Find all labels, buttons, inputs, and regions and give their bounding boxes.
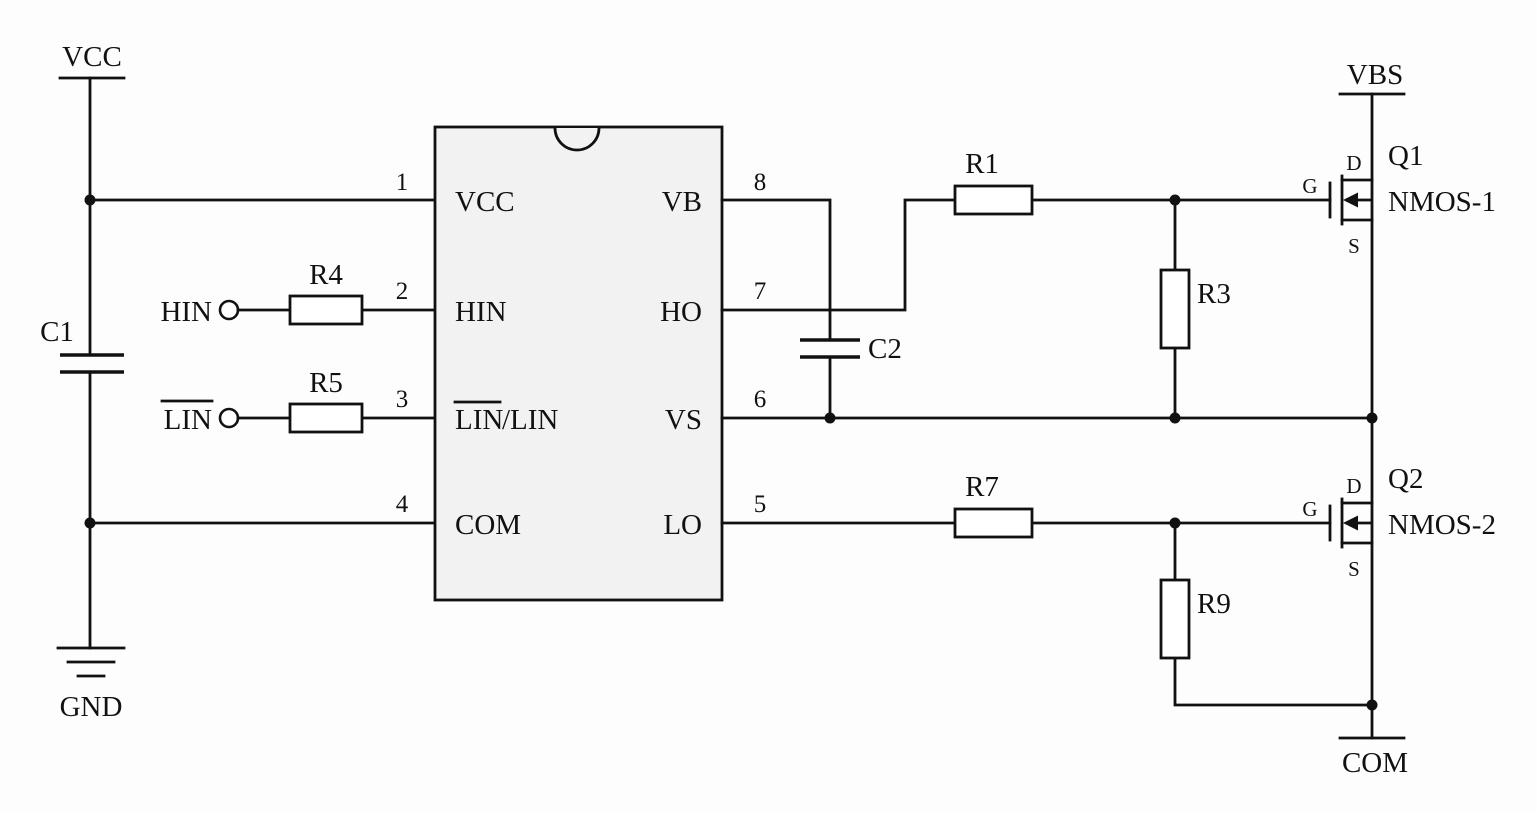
q2-label: Q2 [1388,463,1423,495]
ho-r1-wires [720,198,1332,312]
pin-number-1: 1 [396,169,409,196]
ic-pin-label-vcc: VCC [455,186,515,218]
junction-dot [84,517,96,529]
c1-label: C1 [40,316,74,348]
q1-terminal-wires [1340,178,1374,222]
c2-label: C2 [868,333,902,365]
com-label: COM [1342,747,1408,779]
vcc-power-rail: VCC [58,41,437,650]
vb-bootstrap-net: C2 [720,198,902,424]
pin-number-6: 6 [754,386,767,413]
r9-label: R9 [1197,588,1231,620]
pin-number-8: 8 [754,169,767,196]
ic-pin-label-lin-rest: /LIN [502,404,558,436]
lo-gate-net: R7 R9 [720,471,1378,711]
vbs-label: VBS [1347,59,1403,91]
ic-gate-driver: 1 2 3 4 8 7 6 5 VCC HIN LIN /LIN COM VB … [396,125,767,602]
pin-number-2: 2 [396,278,409,305]
ic-notch [553,127,601,152]
ic-pin-label-vb: VB [662,186,702,218]
ground-symbol: GND [56,646,126,723]
ic-pin-label-com: COM [455,509,521,541]
q1-drain-label: D [1346,151,1361,175]
resistor-r7 [953,507,1034,539]
vb-c2-wires [720,198,832,420]
pin-number-3: 3 [396,386,409,413]
resistor-r9 [1159,578,1191,660]
hin-input-label: HIN [160,296,212,328]
lin-terminal-circle [218,407,240,429]
ho-gate-net: R1 R3 [720,148,1332,424]
q1-source-label: S [1348,234,1360,258]
nmos1-label: NMOS-1 [1388,186,1496,218]
resistor-r5 [288,402,364,434]
hin-input: HIN R4 [160,259,437,328]
gnd-label: GND [60,691,123,723]
r5-label: R5 [309,367,343,399]
r9-wires [1173,521,1374,707]
r1-label: R1 [965,148,999,180]
vs-net [720,412,1378,424]
ic-pin-label-ho: HO [660,296,702,328]
pin-number-4: 4 [396,491,409,518]
hin-terminal-circle [218,299,240,321]
q1-gate-label: G [1302,174,1317,198]
vbs-power-rail: VBS [1338,59,1406,182]
mosfet-q2: D G S Q2 NMOS-2 [1302,416,1496,740]
pin-number-7: 7 [754,278,767,305]
q2-gate-label: G [1302,497,1317,521]
resistor-r1 [953,184,1034,216]
ic-body [433,125,724,602]
r3-label: R3 [1197,278,1231,310]
nmos2-label: NMOS-2 [1388,509,1496,541]
junction-dot [84,194,96,206]
ic-pin-label-hin: HIN [455,296,507,328]
ic-pin-label-lin-bar: LIN [455,404,503,436]
com-terminal: COM [1338,736,1408,779]
lin-input-label: LIN [164,404,212,436]
q1-label: Q1 [1388,140,1423,172]
lin-input: LIN R5 [160,367,437,436]
left-rail-wires [88,76,437,650]
q2-body-arrow [1343,515,1358,531]
ic-pin-label-lo: LO [663,509,702,541]
q2-source-label: S [1348,557,1360,581]
q2-drain-label: D [1346,474,1361,498]
mosfet-q1: D G S Q1 NMOS-1 [1302,140,1496,420]
r7-label: R7 [965,471,999,503]
c1-plates [60,353,124,374]
junction-dot [1169,194,1181,206]
pin-number-5: 5 [754,491,767,518]
r4-label: R4 [309,259,343,291]
resistor-r4 [288,294,364,326]
gnd-symbol-lines [56,646,126,678]
resistor-r3 [1159,268,1191,350]
c2-plates [800,338,860,359]
q2-terminal-wires [1340,501,1374,545]
ic-pin-label-vs: VS [665,404,702,436]
q1-body-arrow [1343,192,1358,208]
junction-dot [1169,517,1181,529]
vcc-label: VCC [62,41,122,73]
capacitor-c1: C1 [40,316,124,374]
